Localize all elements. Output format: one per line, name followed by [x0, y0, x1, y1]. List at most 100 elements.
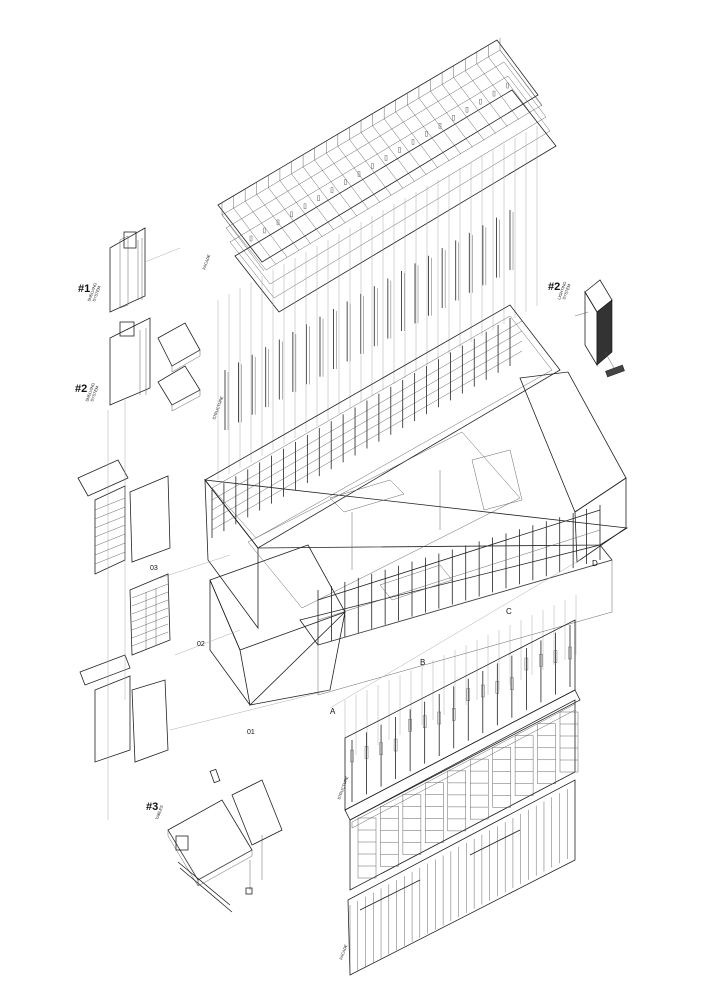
facade-opening — [469, 829, 521, 856]
roof-fixture — [344, 179, 347, 185]
callout-2-left-text: SHELVING — [84, 382, 96, 402]
tables-detail — [167, 779, 283, 913]
shelf-board — [474, 361, 487, 369]
shelf-board — [354, 430, 368, 438]
shelf-board — [307, 467, 320, 476]
roof-fixture — [384, 155, 388, 161]
shelf-board — [509, 330, 523, 339]
cabinet — [425, 782, 444, 843]
shelf-board — [283, 481, 296, 489]
shelf-board — [307, 457, 320, 466]
roof-fin — [407, 104, 450, 162]
frame-beam — [317, 529, 601, 621]
left-shelf — [94, 533, 126, 547]
shelf-board — [343, 437, 356, 445]
shelf-board — [295, 454, 308, 463]
lower-facade-mullions — [349, 785, 576, 975]
roof-fin — [499, 49, 543, 107]
shelf-board — [235, 479, 248, 487]
shelf-board — [271, 488, 284, 496]
shelf-board — [462, 378, 475, 386]
roof-fin — [395, 111, 438, 169]
roof-fin — [326, 152, 369, 210]
roof-fin — [441, 84, 485, 141]
cabinet — [514, 735, 534, 796]
shelf-board — [426, 388, 439, 397]
column-bracket — [379, 742, 383, 755]
roof-fin — [221, 214, 265, 272]
shelving-bays — [211, 318, 523, 538]
left-shelf — [94, 506, 126, 520]
callout-3: #3 TABLES — [146, 801, 164, 820]
roof-fin — [488, 56, 531, 114]
roof-fixture — [398, 147, 401, 153]
shelf-board — [223, 515, 237, 524]
shelf-board — [497, 327, 511, 336]
shelf-board — [259, 485, 272, 493]
roof-fixture — [438, 123, 442, 129]
roof-fin — [453, 77, 496, 134]
shelf-board — [295, 444, 308, 453]
shelf-board — [223, 485, 237, 494]
shelf-board — [211, 522, 225, 531]
shelf-board — [354, 410, 368, 418]
shelf-board — [283, 461, 296, 469]
level-lines: 03 02 01 — [150, 554, 331, 736]
shelf-board — [211, 502, 225, 511]
roof-fin — [430, 91, 473, 148]
left-shelf — [131, 623, 169, 639]
cabinet — [559, 711, 579, 773]
shelf-board — [259, 475, 272, 483]
roof-fixture — [465, 106, 469, 113]
cabinet — [469, 758, 489, 820]
roof-fixture — [506, 82, 509, 89]
left-shelf-lines — [94, 497, 169, 647]
shelf-board — [414, 395, 427, 404]
shelf-board — [497, 347, 511, 356]
left-shelf — [94, 515, 126, 529]
shelf-board — [354, 420, 368, 428]
left-shelf — [131, 615, 169, 631]
shelf-board — [509, 350, 523, 359]
projection-guides — [217, 126, 577, 760]
cabinet — [447, 770, 467, 832]
shelf-board — [378, 406, 391, 414]
shelf-board — [426, 378, 439, 387]
callout-1-number: #1 — [78, 283, 90, 295]
shelf-board — [414, 385, 427, 394]
left-shelf — [94, 497, 126, 511]
roof-fin — [337, 146, 381, 203]
layer-labels: FACADE STRUCTURE STRUCTURE FACADE — [201, 253, 349, 960]
svg-text:SYSTEM: SYSTEM — [89, 385, 99, 402]
shelf-board — [319, 440, 332, 449]
column-bracket — [452, 708, 456, 721]
shelf-board — [486, 334, 499, 342]
svg-text:SYSTEM: SYSTEM — [91, 285, 101, 302]
shelf-board — [271, 478, 284, 486]
shelf-board — [247, 502, 260, 510]
lower-furniture-stack — [349, 699, 579, 891]
shelf-board — [331, 454, 344, 462]
shelf-board — [462, 358, 475, 366]
shelf-board — [497, 337, 511, 346]
front-frame — [317, 505, 601, 645]
column-bracket — [466, 688, 470, 701]
shelf-board — [450, 365, 463, 373]
shelf-board — [235, 499, 248, 507]
shelf-board — [486, 364, 499, 372]
label-facade-bottom: FACADE — [338, 943, 348, 960]
callout-3-number: #3 — [146, 801, 158, 813]
column-bracket — [481, 684, 485, 698]
level-02: 02 — [197, 641, 205, 648]
roof-fin — [268, 187, 311, 244]
shelf-board — [271, 468, 284, 476]
shelf-board — [414, 375, 427, 384]
shelf-board — [426, 398, 439, 407]
shelf-board — [497, 357, 511, 366]
shelf-board — [343, 427, 356, 435]
level-03: 03 — [150, 565, 158, 572]
roof-fixture — [492, 90, 496, 97]
roof-fixture — [303, 203, 307, 210]
shelf-board — [378, 396, 391, 404]
cabinet — [537, 723, 556, 785]
